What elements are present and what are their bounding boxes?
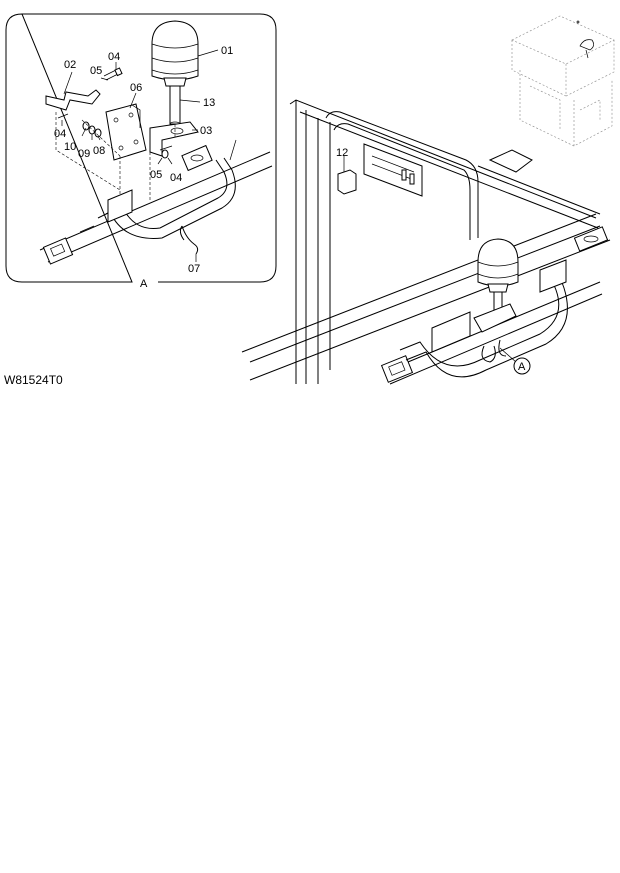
callout-06: 06 bbox=[130, 82, 142, 94]
bracket-02 bbox=[45, 89, 101, 111]
callout-02: 02 bbox=[64, 59, 76, 71]
callout-01: 01 bbox=[221, 45, 233, 57]
cab-beacon-lamp bbox=[473, 238, 519, 363]
cap-12 bbox=[337, 169, 357, 195]
callout-09: 09 bbox=[78, 148, 90, 160]
callout-03: 03 bbox=[200, 125, 212, 137]
detail-reference-marker bbox=[513, 357, 531, 375]
callout-13: 13 bbox=[203, 97, 215, 109]
machine-overview bbox=[511, 15, 615, 147]
detail-reference-label: A bbox=[518, 361, 526, 373]
callout-05-top: 05 bbox=[90, 65, 102, 77]
callout-08: 08 bbox=[93, 145, 105, 157]
detail-view-a: A bbox=[5, 13, 277, 290]
cab-view: A 12 bbox=[241, 99, 611, 385]
detail-view-label: A bbox=[140, 278, 148, 290]
detail-leaders bbox=[61, 49, 219, 262]
callout-04-right: 04 bbox=[170, 172, 182, 184]
callout-12: 12 bbox=[336, 147, 348, 159]
drawing-id: W81524T0 bbox=[4, 373, 63, 387]
callout-10: 10 bbox=[64, 141, 76, 153]
hook-07 bbox=[179, 225, 199, 255]
detail-rail bbox=[39, 139, 273, 265]
callout-05-right: 05 bbox=[150, 169, 162, 181]
callout-04-top: 04 bbox=[108, 51, 120, 63]
beacon-lamp bbox=[151, 20, 199, 127]
parts-diagram: A bbox=[4, 13, 615, 387]
callout-07: 07 bbox=[188, 263, 200, 275]
detail-frame bbox=[5, 13, 277, 283]
callout-04-left: 04 bbox=[54, 128, 66, 140]
bracket-03 bbox=[149, 121, 199, 157]
